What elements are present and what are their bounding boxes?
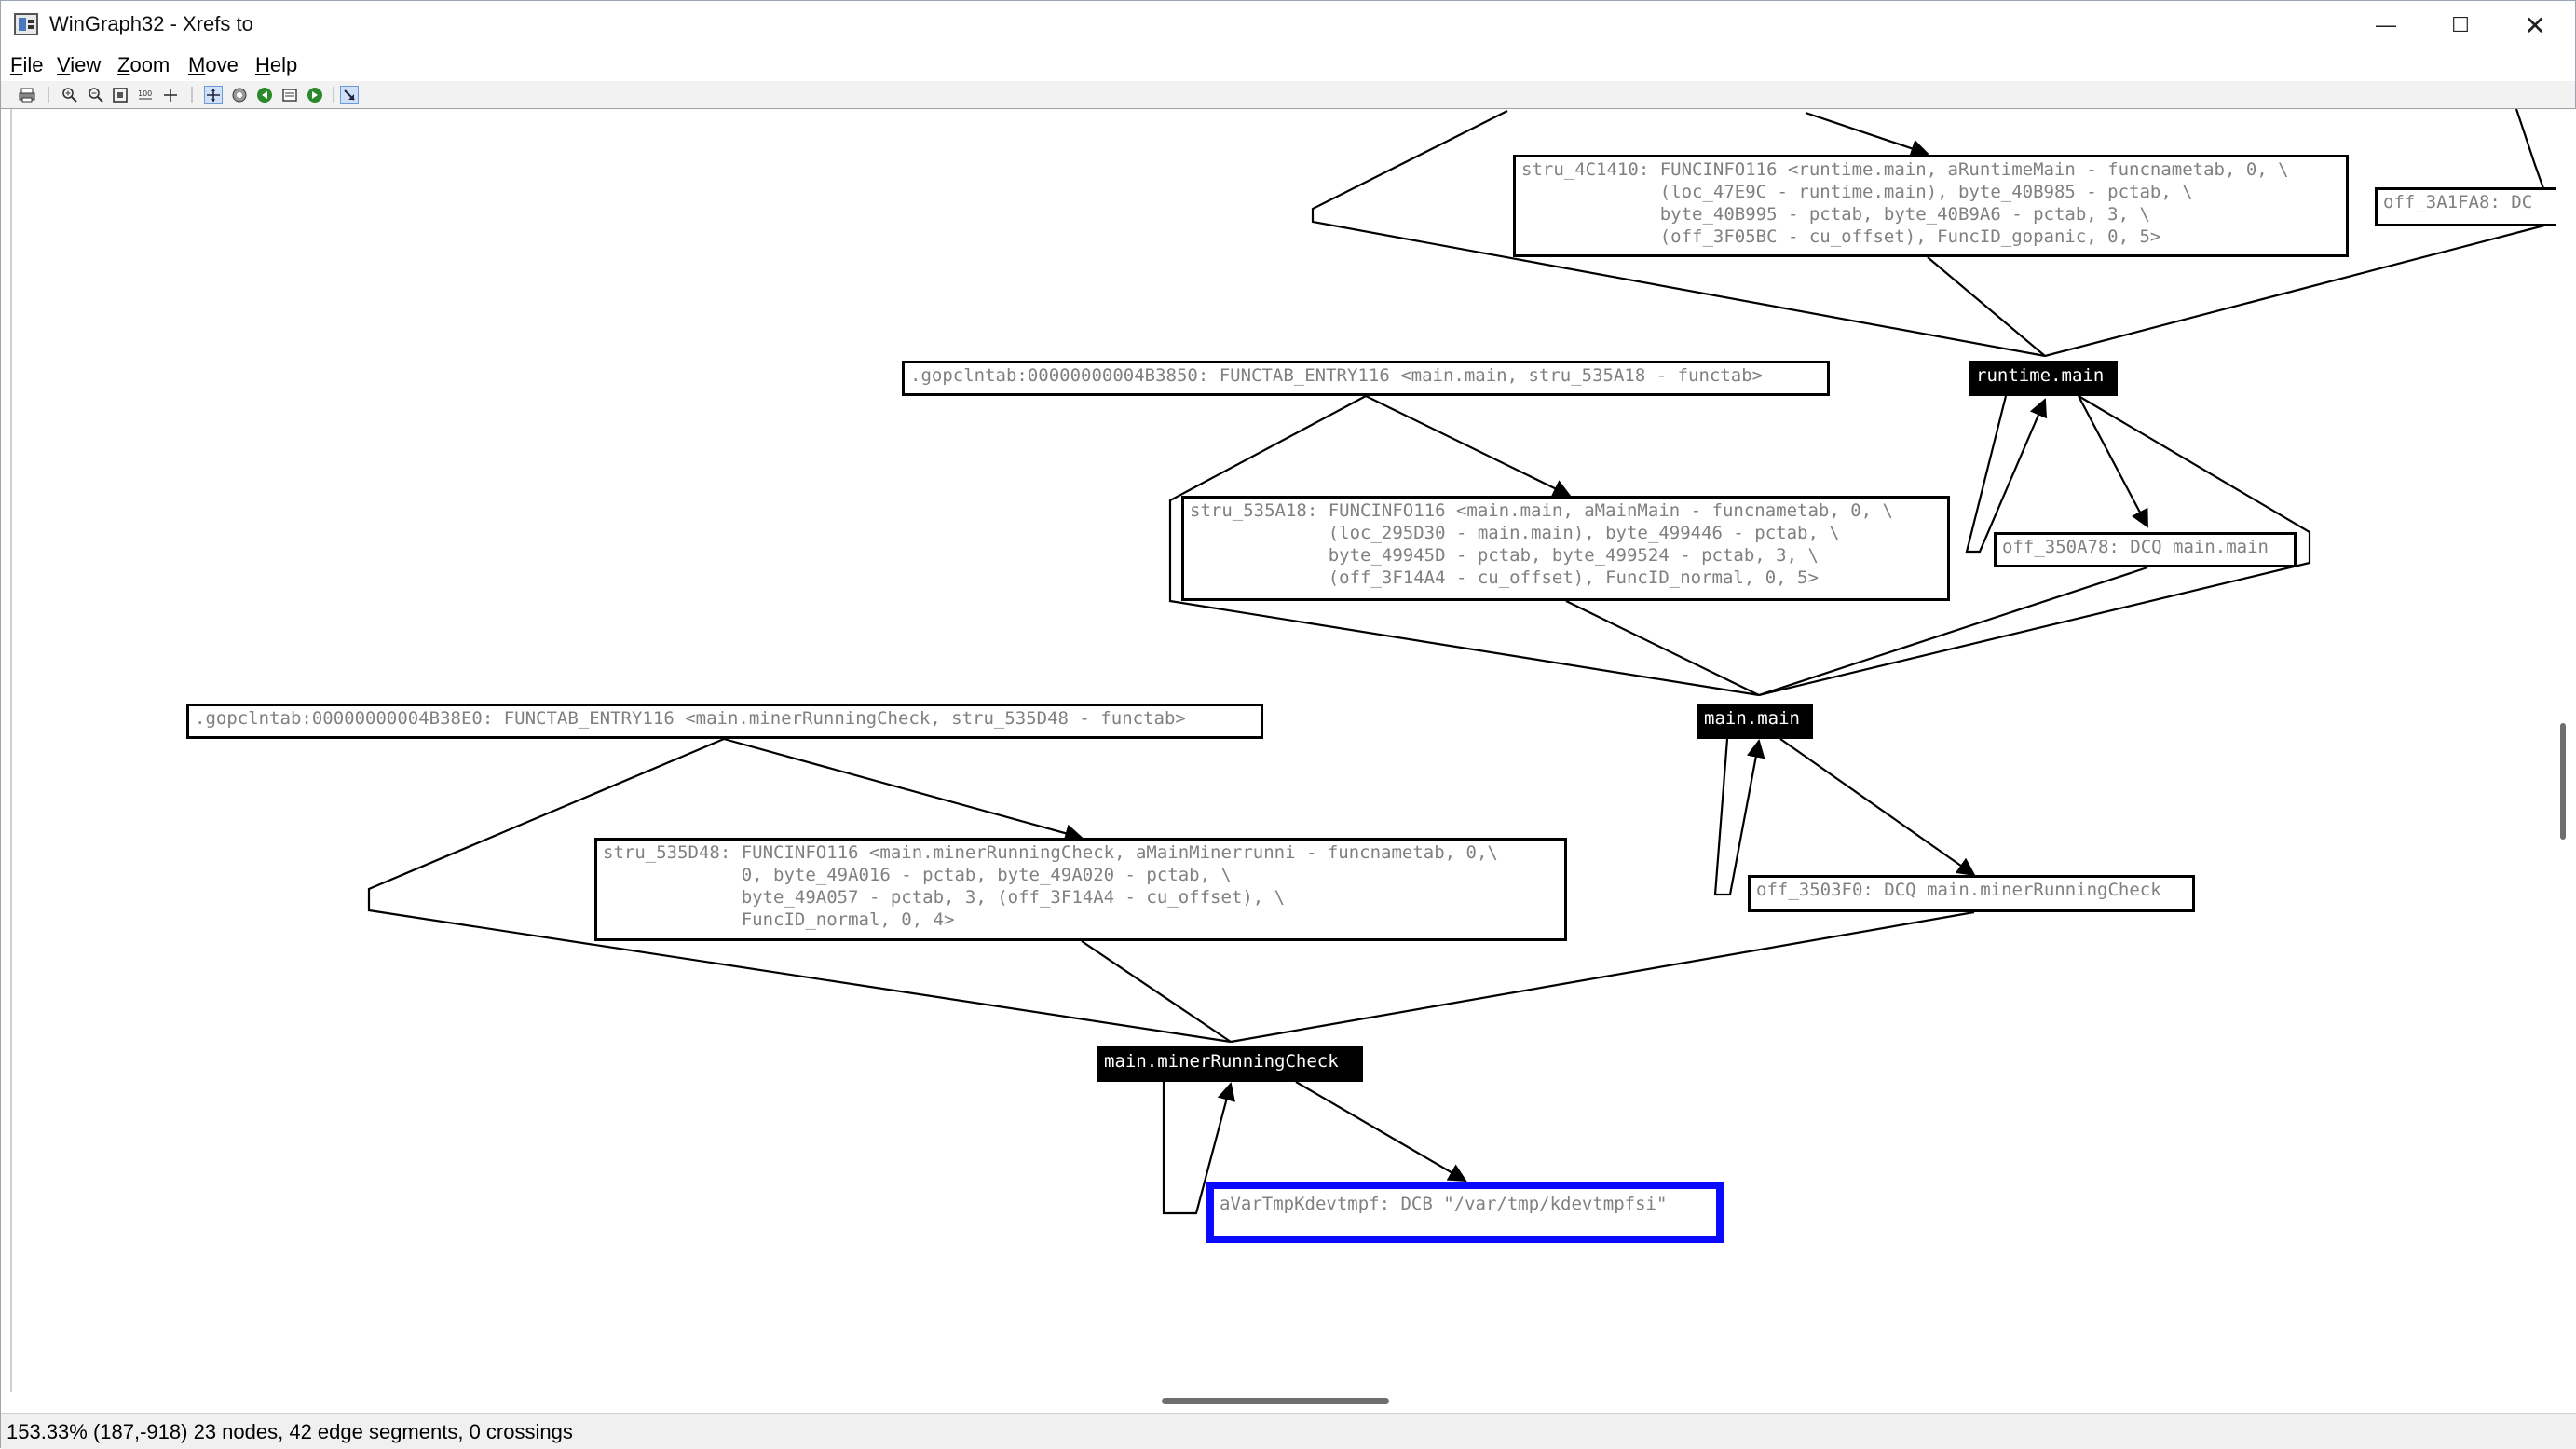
window-title: WinGraph32 - Xrefs to [49, 12, 253, 35]
print-icon[interactable] [18, 86, 36, 104]
app-icon [14, 13, 38, 35]
close-icon: ✕ [2524, 10, 2546, 40]
node-main-minerrunningcheck[interactable]: main.minerRunningCheck [1097, 1046, 1363, 1082]
move-tool-icon[interactable] [204, 86, 223, 104]
zoom-out-icon[interactable] [87, 86, 105, 104]
forward-icon[interactable] [306, 86, 324, 104]
back-icon[interactable] [255, 86, 274, 104]
toolbar-separator [191, 87, 193, 103]
menu-zoom[interactable]: Zoom [117, 53, 170, 76]
node-gopclntab-main[interactable]: .gopclntab:00000000004B3850: FUNCTAB_ENT… [902, 361, 1830, 396]
graph-edges [367, 109, 2546, 1215]
close-button[interactable]: ✕ [2498, 1, 2572, 49]
status-bar: 153.33% (187,-918) 23 nodes, 42 edge seg… [1, 1413, 2576, 1449]
vertical-scrollbar[interactable] [2556, 109, 2575, 1413]
toolbar: 100 [1, 81, 2575, 109]
center-icon[interactable] [161, 86, 180, 104]
toolbar-separator [48, 87, 49, 103]
fit-window-icon[interactable] [111, 86, 129, 104]
node-off-3a1fa8[interactable]: off_3A1FA8: DC [2375, 187, 2561, 226]
node-off-350a78[interactable]: off_350A78: DCQ main.main [1994, 532, 2297, 567]
menu-move[interactable]: Move [188, 53, 239, 76]
minimize-icon: — [2376, 13, 2396, 36]
node-stru-535a18[interactable]: stru_535A18: FUNCINFO116 <main.main, aMa… [1181, 496, 1950, 601]
graph-canvas[interactable]: stru_4C1410: FUNCINFO116 <runtime.main, … [1, 109, 2576, 1413]
svg-text:100: 100 [138, 89, 152, 98]
zoom-in-icon[interactable] [61, 86, 79, 104]
toolbar-separator [333, 87, 334, 103]
maximize-icon: ☐ [2451, 13, 2470, 36]
arrow-tool-icon[interactable] [340, 86, 359, 104]
circle-tool-icon[interactable] [230, 86, 249, 104]
minimize-button[interactable]: — [2349, 1, 2423, 49]
node-stru-535d48[interactable]: stru_535D48: FUNCINFO116 <main.minerRunn… [594, 838, 1567, 941]
node-gopclntab-miner[interactable]: .gopclntab:00000000004B38E0: FUNCTAB_ENT… [186, 704, 1263, 739]
zoom-100-icon[interactable]: 100 [136, 86, 155, 104]
canvas-left-border [10, 109, 12, 1413]
menu-bar: File View Zoom Move Help [1, 49, 2575, 81]
menu-view[interactable]: View [57, 53, 102, 76]
status-text: 153.33% (187,-918) 23 nodes, 42 edge seg… [7, 1420, 573, 1443]
node-stru-4c1410[interactable]: stru_4C1410: FUNCINFO116 <runtime.main, … [1513, 155, 2349, 257]
title-bar[interactable]: WinGraph32 - Xrefs to — ☐ ✕ [1, 1, 2575, 49]
node-runtime-main[interactable]: runtime.main [1969, 361, 2118, 396]
maximize-button[interactable]: ☐ [2423, 1, 2498, 49]
menu-help[interactable]: Help [255, 53, 298, 76]
vertical-scrollbar-thumb[interactable] [2560, 723, 2566, 840]
node-main-main[interactable]: main.main [1697, 704, 1813, 739]
save-icon[interactable] [280, 86, 299, 104]
node-avartmpkdevtmpf-selected[interactable]: aVarTmpKdevtmpf: DCB "/var/tmp/kdevtmpfs… [1206, 1182, 1724, 1243]
menu-file[interactable]: File [10, 53, 44, 76]
node-off-3503f0[interactable]: off_3503F0: DCQ main.minerRunningCheck [1748, 875, 2195, 912]
horizontal-scrollbar-thumb[interactable] [1162, 1398, 1389, 1404]
